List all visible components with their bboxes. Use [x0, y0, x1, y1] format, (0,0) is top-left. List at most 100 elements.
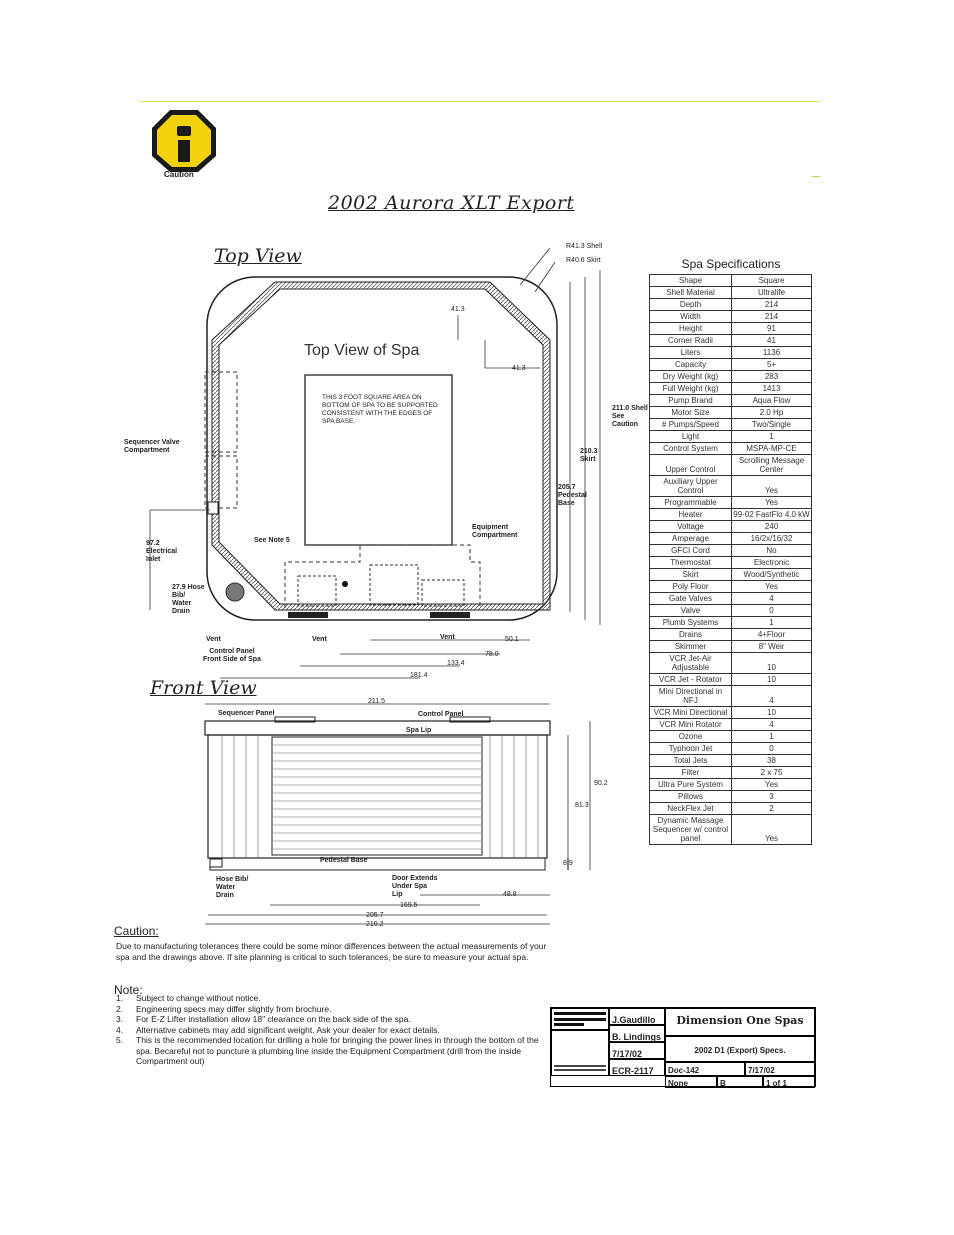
front-dim-90-2: 90.2: [594, 780, 608, 787]
spec-key: Skirt: [649, 568, 732, 581]
note-item: 4. Alternative cabinets may add significa…: [116, 1025, 556, 1036]
spec-value: 4+Floor: [731, 628, 812, 641]
spec-value: 10: [731, 673, 812, 686]
spec-value: Yes: [731, 496, 812, 509]
spec-key: NeckFlex Jet: [649, 802, 732, 815]
caution-heading: Caution:: [114, 924, 159, 938]
scale: None: [665, 1076, 717, 1088]
front-dim-211-5: 211.5: [368, 698, 385, 705]
ecr-number: ECR-2117: [609, 1059, 665, 1076]
spec-key: Total Jets: [649, 754, 732, 767]
top-view-drawing: [149, 247, 601, 679]
sequencer-valve-label: Sequencer Valve Compartment: [124, 439, 180, 454]
date-approved: 7/17/02: [609, 1042, 665, 1059]
spec-key: Capacity: [649, 358, 732, 371]
spec-key: Pump Brand: [649, 394, 732, 407]
spec-value: 240: [731, 520, 812, 533]
shell-radius-label: R41.3 Shell: [566, 243, 603, 250]
dim-50-1-label: 50.1: [505, 636, 519, 643]
sequencer-panel-label: Sequencer Panel: [218, 710, 275, 717]
spec-value: 8" Weir: [731, 640, 812, 653]
spec-key: Ultra Pure System: [649, 778, 732, 791]
spec-key: Light: [649, 430, 732, 443]
document-title: 2002 Aurora XLT Export: [328, 192, 575, 214]
dim-78-0-label: 78.0: [485, 651, 499, 658]
spec-value: 0: [731, 742, 812, 755]
note-text: Alternative cabinets may add significant…: [136, 1024, 440, 1035]
spec-value: 16/2x/16/32: [731, 532, 812, 545]
skirt-dim-label: 210.3 Skirt: [580, 448, 598, 463]
spec-key: Typhoon Jet: [649, 742, 732, 755]
vent-label-mid: Vent: [312, 636, 327, 643]
skirt-radius-label: R40.6 Skirt: [566, 257, 601, 264]
note-number: 4.: [116, 1024, 124, 1035]
spec-value: Yes: [731, 778, 812, 791]
front-dim-210-2: 210.2: [366, 921, 384, 928]
spec-key: GFCI Cord: [649, 544, 732, 557]
note-item: 1.Subject to change without notice.: [116, 993, 556, 1004]
dim-181-4-label: 181.4: [410, 672, 428, 679]
front-dim-81-3: 81.3: [575, 802, 589, 809]
note-number: 1.: [116, 993, 124, 1003]
drawn-by: J.Gaudillo: [609, 1008, 665, 1025]
spec-key: Ozone: [649, 730, 732, 743]
hose-bib-label: 27.9 Hose Bib/ Water Drain: [172, 584, 205, 615]
spec-value: 1136: [731, 346, 812, 359]
spec-value: MSPA-MP-CE: [731, 442, 812, 455]
spec-key: Pillows: [649, 790, 732, 803]
spec-value: 2 x 75: [731, 766, 812, 779]
spec-key: VCR Jet - Rotator: [649, 673, 732, 686]
top-view-inner-title: Top View of Spa: [304, 342, 420, 359]
spec-value: 1413: [731, 382, 812, 395]
caution-info-icon: [152, 110, 216, 172]
note-item: 5.This is the recommended location for d…: [116, 1035, 556, 1067]
dim-133-4-label: 133.4: [447, 660, 465, 667]
spec-value: 283: [731, 370, 812, 383]
revision: B: [717, 1076, 763, 1088]
corner-dim-label-a: 41.3: [451, 306, 465, 313]
spec-value: 4: [731, 685, 812, 707]
date-issued: 7/17/02: [745, 1062, 815, 1076]
spec-value: 2: [731, 802, 812, 815]
doc-number: Doc-142: [665, 1062, 745, 1076]
title-block: J.Gaudillo B. Lindings 7/17/02 ECR-2117 …: [550, 1007, 816, 1088]
spec-value: 0: [731, 604, 812, 617]
note-number: 5.: [116, 1035, 124, 1045]
spec-key: # Pumps/Speed: [649, 418, 732, 431]
spec-value: 4: [731, 592, 812, 605]
spec-key: Control System: [649, 442, 732, 455]
corner-dim-label-b: 41.3: [512, 365, 526, 372]
square-area-note: THIS 3 FOOT SQUARE AREA ON BOTTOM OF SPA…: [322, 394, 438, 425]
spec-value: 41: [731, 334, 812, 347]
note-number: 2.: [116, 1003, 124, 1014]
front-dim-205-7: 205.7: [366, 912, 384, 919]
spec-row: Full Weight (kg)1413: [649, 382, 812, 395]
pedestal-base-label: Pedestal Base: [320, 857, 368, 864]
spec-key: Full Weight (kg): [649, 382, 732, 395]
spec-key: Depth: [649, 298, 732, 311]
spec-key: Mini Directional in NFJ: [649, 685, 732, 707]
